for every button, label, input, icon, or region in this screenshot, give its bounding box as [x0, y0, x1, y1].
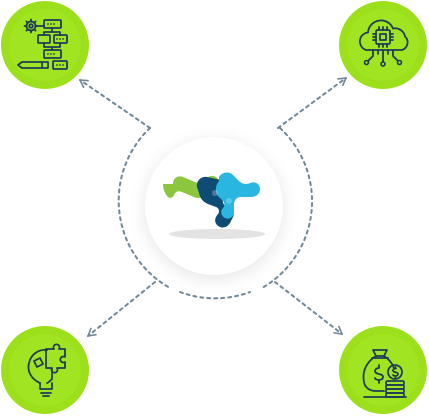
- arrow-bottom-right: [274, 281, 343, 335]
- arrow-bottom-left: [87, 281, 156, 337]
- bottom-arc: [179, 291, 251, 300]
- arrow-top-left: [79, 79, 151, 129]
- money-bag-coins-icon: [339, 326, 427, 414]
- node-workflow: [0, 0, 90, 90]
- idea-puzzle-bulb-icon: [1, 326, 89, 414]
- arrow-top-right: [277, 77, 347, 129]
- node-finance: [338, 325, 428, 415]
- workflow-flowchart-icon: [1, 1, 89, 89]
- right-arc: [261, 127, 314, 289]
- node-idea: [0, 325, 90, 415]
- cloud-chip-icon: [339, 1, 427, 89]
- center-hub: [145, 137, 283, 275]
- node-cloud-computing: [338, 0, 428, 90]
- left-arc: [117, 127, 171, 289]
- puzzle-molecule-logo: [163, 172, 265, 239]
